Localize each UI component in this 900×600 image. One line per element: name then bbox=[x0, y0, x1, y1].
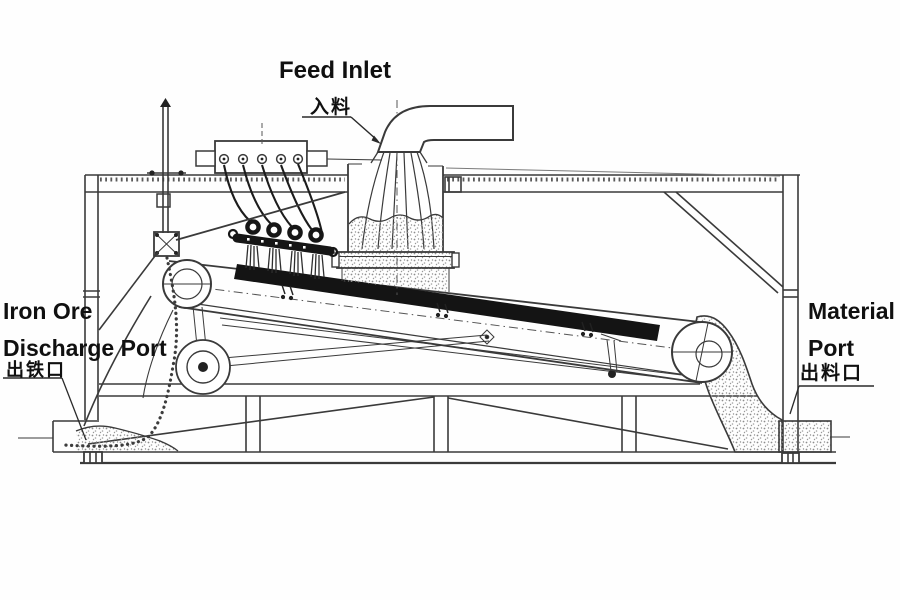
hanging-chain bbox=[62, 256, 179, 448]
terminal-circles bbox=[218, 153, 304, 165]
base-rail bbox=[18, 420, 850, 465]
support-leg bbox=[600, 333, 622, 378]
left-post bbox=[83, 175, 100, 420]
material-port-line2: Port bbox=[808, 335, 854, 361]
feed-inlet-label-zh: 入料 bbox=[310, 97, 353, 118]
conveyor-belt bbox=[162, 259, 733, 395]
suspension-rod bbox=[98, 98, 346, 331]
lower-truss bbox=[87, 396, 729, 452]
adjuster-block bbox=[153, 231, 180, 257]
feed-inlet-label: Feed Inlet bbox=[279, 57, 392, 84]
arrowhead bbox=[371, 135, 381, 144]
material-port-outlet bbox=[778, 420, 832, 453]
scraper-bar-holes bbox=[247, 238, 306, 249]
belt-marks bbox=[280, 284, 594, 338]
material-port-label-zh: 出料口 bbox=[800, 363, 864, 384]
head-drum bbox=[162, 259, 212, 309]
discharged-ore-pile bbox=[76, 426, 178, 451]
magnetic-control-box bbox=[195, 123, 383, 234]
iron-ore-discharge-label-zh: 出铁口 bbox=[6, 360, 66, 380]
leader-lines bbox=[3, 116, 874, 441]
rod-tip bbox=[160, 98, 171, 107]
hopper-discharge-column bbox=[342, 268, 449, 292]
beam-hopper-bracket bbox=[444, 176, 462, 193]
iron-ore-discharge-chute bbox=[75, 295, 179, 452]
right-post bbox=[782, 175, 799, 454]
tail-drum bbox=[671, 321, 733, 383]
hopper-flange bbox=[331, 251, 460, 269]
support-frame bbox=[18, 167, 850, 465]
feed-pipe bbox=[370, 105, 514, 164]
belt-bottom-edge bbox=[178, 306, 703, 384]
brace-to-post bbox=[98, 251, 159, 331]
iron-ore-discharge-line2: Discharge Port bbox=[3, 335, 167, 361]
material-port-line1: Material bbox=[808, 298, 895, 324]
brace-to-beam bbox=[175, 191, 346, 241]
diagonal-arm bbox=[211, 329, 495, 368]
feed-hopper bbox=[331, 100, 460, 295]
scraper-assembly bbox=[227, 219, 339, 280]
feed-inlet-leader bbox=[302, 116, 381, 144]
right-foot bbox=[781, 452, 800, 464]
material-port-label: Material Port bbox=[808, 293, 895, 367]
iron-ore-discharge-line1: Iron Ore bbox=[3, 298, 93, 324]
iron-ore-discharge-label: Iron Ore Discharge Port bbox=[3, 293, 167, 367]
tension-pulley bbox=[175, 339, 231, 395]
iron-ore-leader bbox=[3, 377, 87, 441]
corner-brace-right bbox=[663, 191, 784, 294]
scraper-rings bbox=[245, 219, 324, 243]
material-port-leader bbox=[789, 385, 874, 415]
left-foot bbox=[83, 451, 103, 464]
belt-black-band bbox=[234, 264, 660, 341]
hopper-material bbox=[349, 214, 443, 252]
scraper-brushes bbox=[245, 244, 325, 280]
